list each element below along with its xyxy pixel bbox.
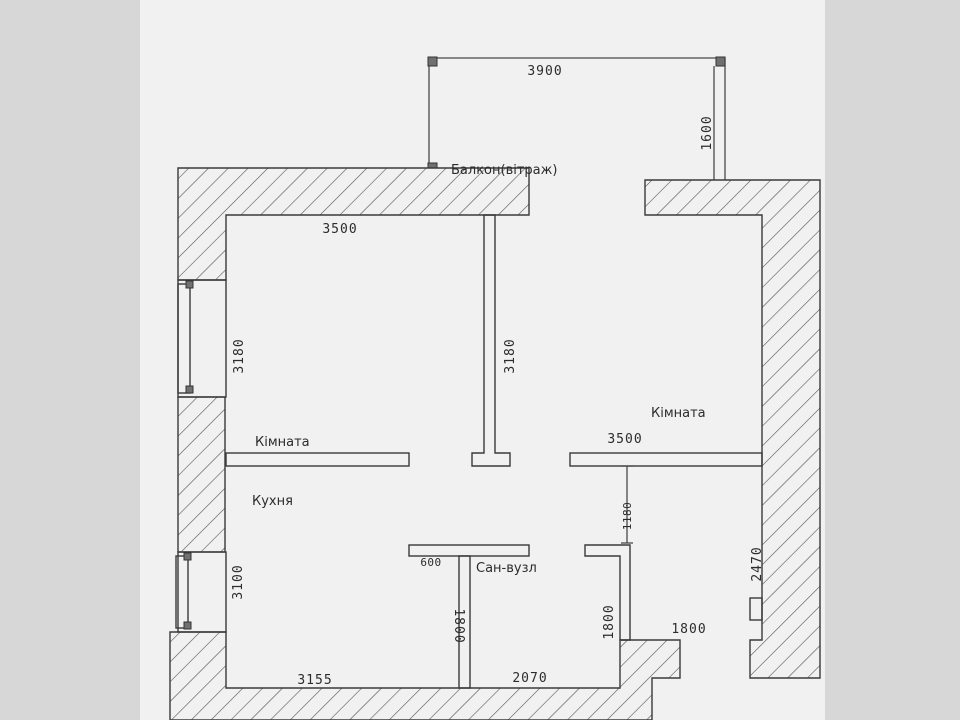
window-lower-opening (177, 551, 227, 633)
exterior-walls (169, 167, 821, 720)
dim-right-height: 2470 (750, 546, 765, 581)
bath-right-wall (584, 544, 631, 641)
wall-top-right (644, 179, 821, 679)
dim-bath-wall: 1800 (451, 608, 466, 643)
window-lower-frame (175, 555, 189, 629)
dim-room-left-height: 3180 (232, 338, 247, 373)
dimension-labels: 3900 1600 3500 3180 3180 3500 1180 2470 … (231, 64, 765, 688)
dim-bottom-left: 3155 (297, 673, 332, 688)
dim-bath-right-wall: 1800 (602, 604, 617, 639)
room-labels: Балкон(вітраж) Кімната Кімната Кухня Сан… (252, 163, 706, 576)
drawing-sheet (140, 0, 825, 720)
interior-walls (225, 214, 763, 689)
dim-balcony-width: 3900 (527, 64, 562, 79)
dim-center-wall: 3180 (503, 338, 518, 373)
partition-left (225, 452, 410, 467)
dim-hall-width: 1800 (671, 622, 706, 637)
bath-top-wall (408, 544, 530, 557)
dim-corridor: 1180 (621, 502, 634, 531)
room-left-label: Кімната (255, 435, 310, 450)
window-upper-opening (177, 279, 227, 398)
dim-room-right-width: 3500 (607, 432, 642, 447)
wall-left-middle (177, 396, 226, 553)
window-lower-post-bottom (183, 621, 192, 630)
right-wall-notch (749, 597, 763, 621)
window-upper-frame (177, 283, 191, 394)
dim-bath-partition: 600 (420, 556, 441, 569)
window-lower-post-top (183, 552, 192, 561)
balcony-post-top-left (427, 56, 438, 67)
window-upper-post-top (185, 280, 194, 289)
dimension-lines (621, 465, 633, 544)
balcony-label: Балкон(вітраж) (451, 163, 557, 178)
room-right-label: Кімната (651, 406, 706, 421)
window-upper-post-bottom (185, 385, 194, 394)
kitchen-label: Кухня (252, 494, 293, 509)
balcony-frame (428, 57, 726, 180)
bathroom-label: Сан-вузл (476, 561, 537, 576)
dim-bottom-right: 2070 (512, 671, 547, 686)
window-upper (177, 279, 227, 398)
dim-balcony-depth: 1600 (700, 115, 715, 150)
balcony (427, 56, 726, 180)
window-lower (175, 551, 227, 633)
balcony-post-top-right (715, 56, 726, 67)
bath-left-wall (458, 555, 471, 689)
wall-bottom (169, 631, 681, 720)
dim-kitchen-height: 3100 (231, 564, 246, 599)
dim-room-left-width: 3500 (322, 222, 357, 237)
partition-right (569, 452, 763, 467)
center-wall (471, 214, 511, 467)
